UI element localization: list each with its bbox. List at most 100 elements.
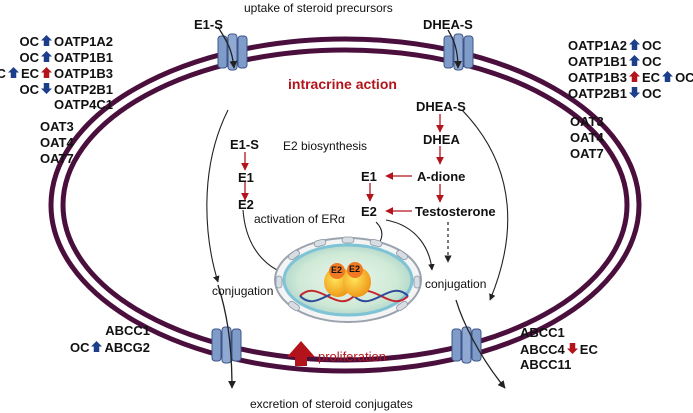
curve-right-outer: [461, 109, 509, 301]
e2-biosynthesis-label: E2 biosynthesis: [283, 139, 368, 153]
transporter-row: OAT3: [570, 115, 604, 128]
transporter-row: OAT7: [570, 147, 604, 160]
condition-label: EC: [642, 70, 661, 85]
up-arrow-icon: [91, 341, 103, 352]
transporter-name: OATP1B1: [568, 54, 627, 69]
down-arrow-icon: [566, 343, 578, 354]
transporter-name: ABCC1: [520, 325, 565, 340]
condition-label: OC: [19, 82, 40, 97]
regulation-arrow-wrap: [39, 82, 54, 97]
transporter-name: OATP1B3: [54, 66, 113, 81]
condition-label: OC: [69, 340, 90, 355]
condition-label: OC: [642, 38, 662, 53]
transporter-name: OAT7: [570, 146, 604, 161]
transporter-row: OCECOATP1B3: [0, 66, 113, 80]
condition-label: OC: [642, 86, 662, 101]
curve-e2-mid-to-conjugation: [385, 219, 435, 271]
right-pathway-dheas: DHEA-S: [416, 99, 466, 114]
condition-label: EC: [579, 342, 598, 357]
transporter-row: OAT3: [40, 120, 74, 133]
conjugation-left: conjugation: [212, 284, 274, 298]
nucleus-e2-b: E2: [349, 264, 361, 274]
regulation-arrow-wrap: [565, 342, 580, 357]
efflux-arrow-left: [217, 284, 236, 389]
transporter-name: ABCG2: [104, 340, 150, 355]
efflux-arrow-right: [455, 299, 506, 389]
transporter-row: ABCC11: [520, 358, 571, 371]
left-pathway-e2: E2: [238, 197, 254, 212]
transporter-row: OAT4: [40, 136, 74, 149]
up-arrow-icon: [629, 55, 640, 66]
transporter-name: ABCC11: [520, 357, 572, 372]
transporter-name: OATP1B1: [54, 50, 113, 65]
up-arrow-icon: [629, 71, 640, 82]
proliferation-arrow-icon: [287, 341, 315, 366]
mid-e2: E2: [361, 204, 377, 219]
condition-label: OC: [675, 70, 693, 85]
activation-label: activation of ERα: [254, 213, 345, 225]
transporter-name: OAT4: [570, 130, 604, 145]
left-pathway-e1s: E1-S: [230, 137, 259, 152]
transporter-row: OC OATP1B1: [19, 50, 113, 65]
transporter-name: OATP1A2: [568, 38, 627, 53]
condition-label: OC: [19, 34, 40, 49]
transporter-bottom-left: [211, 326, 242, 364]
curve-left-to-conjugation: [206, 109, 229, 283]
transporter-row: OATP1B3 EC OC: [568, 70, 693, 84]
transporter-name: OATP1B3: [568, 70, 627, 85]
transporter-bottom-right: [451, 326, 482, 364]
regulation-arrow-wrap: [6, 66, 21, 81]
top-caption: uptake of steroid precursors: [244, 1, 393, 15]
transporter-row: OC ABCG2: [70, 340, 150, 354]
transporter-name: OAT3: [40, 119, 74, 134]
nucleus-e2-a: E2: [331, 265, 343, 275]
condition-label: OC: [0, 66, 6, 81]
uptake-arrow-left: [217, 26, 238, 69]
regulation-arrow-wrap: [89, 340, 104, 355]
right-pathway-testosterone: Testosterone: [415, 204, 496, 219]
transporter-name: OATP4C1: [54, 97, 113, 112]
right-entry-label: DHEA-S: [423, 17, 473, 32]
bottom-caption: excretion of steroid conjugates: [250, 397, 413, 411]
transporter-name: ABCC1: [105, 323, 150, 338]
left-entry-label: E1-S: [194, 17, 223, 32]
transporter-row: OC OATP1A2: [19, 34, 113, 49]
transporter-top-left: [217, 33, 248, 71]
up-arrow-icon: [662, 71, 674, 82]
transporter-row: OATP1A2 OC: [568, 38, 662, 52]
regulation-arrow-wrap: [660, 70, 675, 85]
down-arrow-icon: [629, 87, 640, 98]
transporter-name: OATP2B1: [54, 82, 113, 97]
cell-membrane-outer: [48, 36, 642, 374]
up-arrow-icon: [41, 51, 52, 62]
up-arrow-icon: [41, 35, 52, 46]
transporter-row: OAT7: [40, 152, 74, 165]
transporter-row: OAT4: [570, 131, 604, 144]
transporter-row: OATP1B1 OC: [568, 54, 662, 68]
activation-text: activation of ER: [254, 212, 339, 226]
transporter-row: ABCC1: [105, 324, 150, 337]
uptake-arrow-right: [447, 29, 462, 69]
conjugation-right: conjugation: [425, 277, 487, 291]
transporter-name: OAT4: [40, 135, 74, 150]
regulation-arrow-wrap: [39, 34, 54, 49]
transporter-row: ABCC1: [520, 326, 565, 339]
condition-label: OC: [642, 54, 662, 69]
regulation-arrow-wrap: [627, 86, 642, 101]
alpha-symbol: α: [338, 212, 345, 226]
transporter-name: OATP1A2: [54, 34, 113, 49]
mid-e1: E1: [361, 169, 377, 184]
transporter-row: OATP4C1: [54, 98, 113, 111]
transporter-row: ABCC4 EC: [520, 342, 598, 356]
transporter-name: OAT7: [40, 151, 74, 166]
up-arrow-icon: [7, 67, 19, 78]
transporter-name: ABCC4: [520, 342, 565, 357]
nucleus: [274, 236, 422, 323]
condition-label: OC: [19, 50, 40, 65]
down-arrow-icon: [41, 83, 52, 94]
up-arrow-icon: [41, 67, 52, 78]
center-title: intracrine action: [288, 76, 397, 92]
transporter-name: OAT3: [570, 114, 604, 129]
right-pathway-dhea: DHEA: [423, 132, 460, 147]
